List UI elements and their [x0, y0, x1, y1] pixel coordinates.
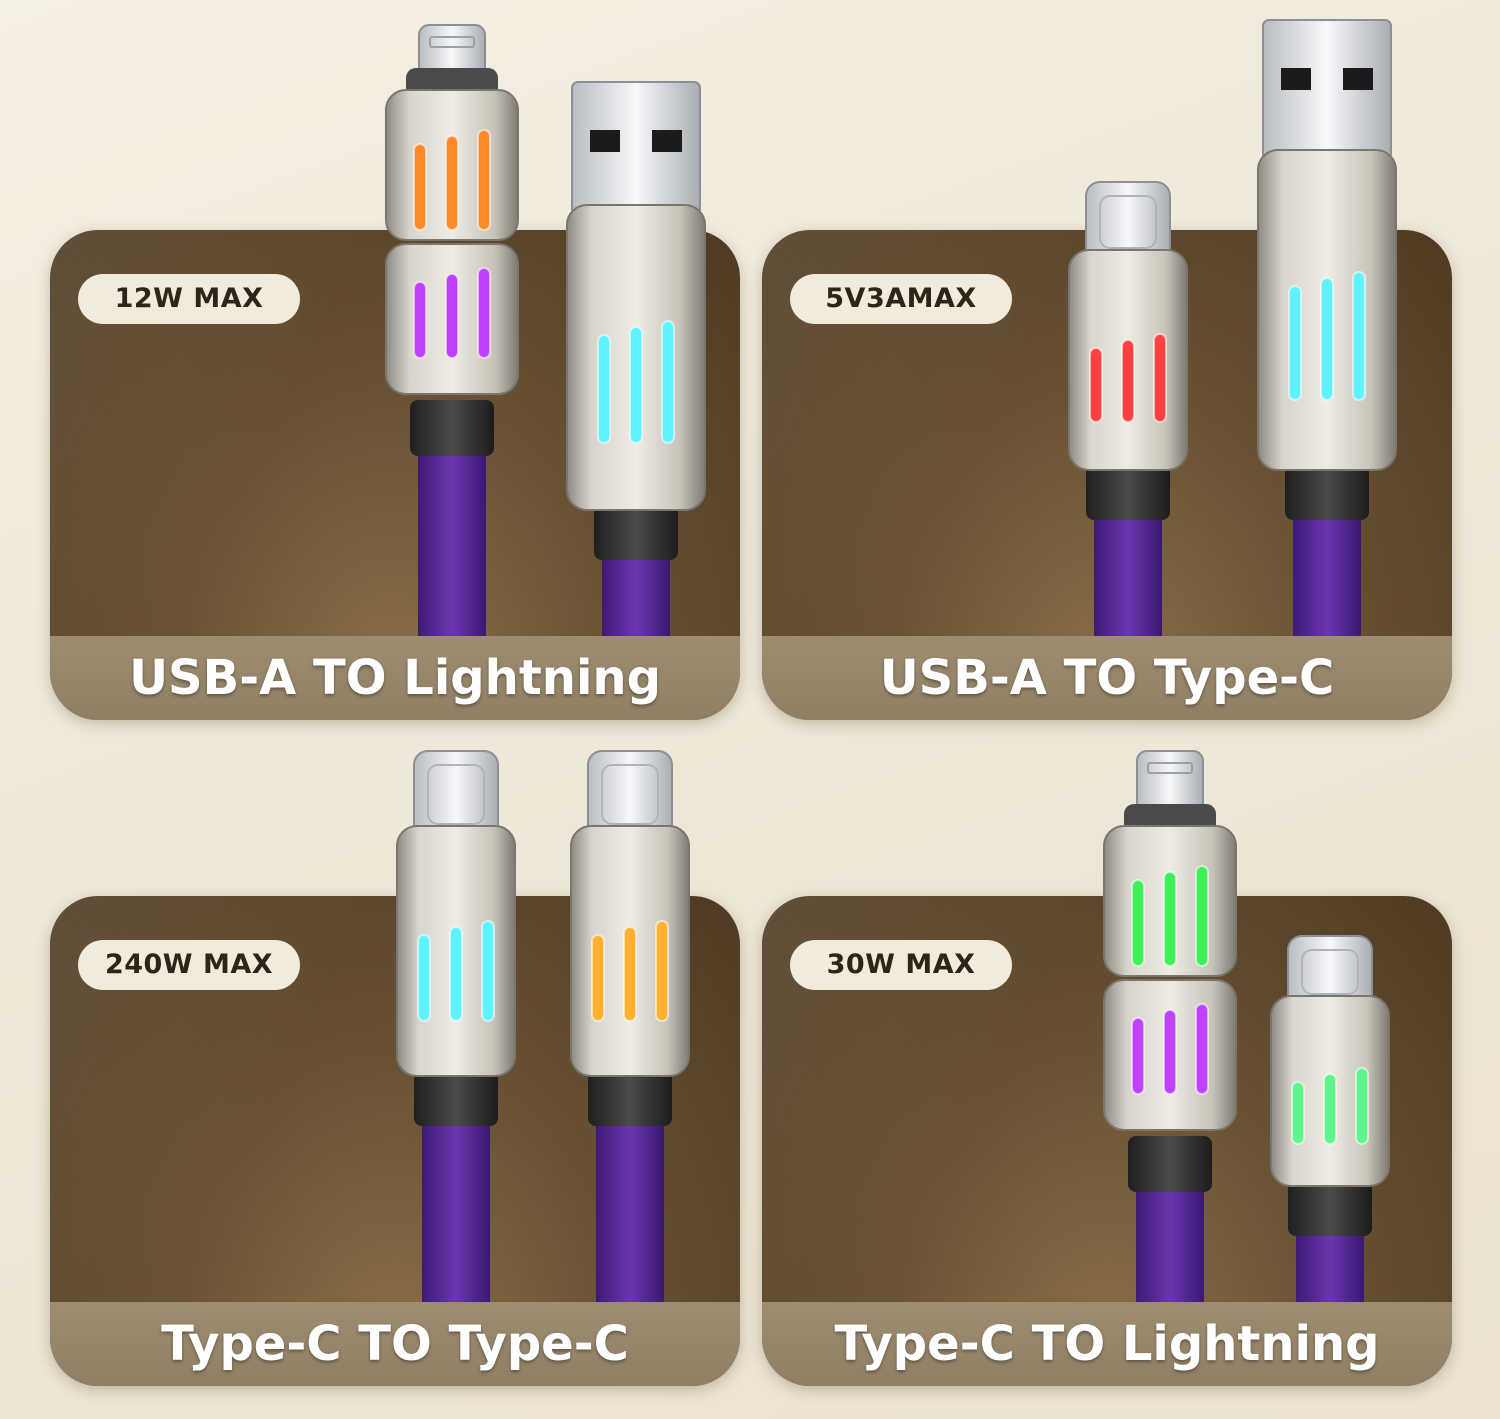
- strain-relief-collar: [588, 1070, 672, 1126]
- led-strip: [1355, 1067, 1369, 1145]
- usb-a-slot: [652, 130, 682, 152]
- led-strip: [1163, 871, 1177, 967]
- led-strip: [1195, 1003, 1209, 1095]
- led-strip: [417, 934, 431, 1022]
- type-c-port-outline: [427, 764, 485, 825]
- type-c-port-outline: [1099, 195, 1157, 249]
- type-c-port-outline: [1301, 949, 1359, 995]
- type-c-port-outline: [601, 764, 659, 825]
- usb-a-slot: [590, 130, 620, 152]
- strain-relief-collar: [1288, 1180, 1372, 1236]
- led-strip: [629, 326, 643, 444]
- cable-body: [422, 1120, 490, 1302]
- led-strip: [1153, 333, 1167, 423]
- strain-relief-collar: [1128, 1136, 1212, 1192]
- cable-pair: [1068, 19, 1397, 636]
- cable-body: [1293, 514, 1361, 636]
- cable-pair: [1103, 750, 1390, 1302]
- led-strip: [1352, 271, 1366, 401]
- led-strip: [477, 267, 491, 359]
- cable-pair: [385, 24, 706, 636]
- strain-relief-collar: [1086, 464, 1170, 520]
- usb-a-slot: [1343, 68, 1373, 90]
- led-strip: [413, 281, 427, 359]
- cable-body: [1094, 514, 1162, 636]
- lightning-contacts: [429, 36, 475, 48]
- power-badge: 240W MAX: [78, 940, 300, 990]
- led-strip: [477, 129, 491, 231]
- connector-type-c: [396, 750, 516, 1302]
- cable-body: [418, 450, 486, 636]
- cable-pair: [396, 750, 690, 1302]
- led-strip: [655, 920, 669, 1022]
- cable-body: [1136, 1186, 1204, 1302]
- power-badge: 12W MAX: [78, 274, 300, 324]
- led-strip: [1131, 1017, 1145, 1095]
- cable-title: USB-A TO Type-C: [762, 636, 1452, 720]
- cable-body: [602, 554, 670, 636]
- led-strip: [1291, 1081, 1305, 1145]
- led-strip: [1323, 1073, 1337, 1145]
- led-strip: [1121, 339, 1135, 423]
- led-strip: [591, 934, 605, 1022]
- connector-type-c: [570, 750, 690, 1302]
- led-strip: [481, 920, 495, 1022]
- connector-type-c: [1068, 181, 1188, 636]
- connector-type-c: [1270, 935, 1390, 1302]
- led-strip: [1089, 347, 1103, 423]
- usb-a-slot: [1281, 68, 1311, 90]
- connector-lightning: [1103, 750, 1237, 1302]
- led-strip: [1320, 277, 1334, 401]
- strain-relief-collar: [414, 1070, 498, 1126]
- led-strip: [1163, 1009, 1177, 1095]
- led-strip: [597, 334, 611, 444]
- led-strip: [1131, 879, 1145, 967]
- strain-relief-collar: [410, 400, 494, 456]
- led-strip: [661, 320, 675, 444]
- led-strip: [413, 143, 427, 231]
- led-strip: [623, 926, 637, 1022]
- led-strip: [1195, 865, 1209, 967]
- led-strip: [449, 926, 463, 1022]
- led-strip: [1288, 285, 1302, 401]
- cable-title: Type-C TO Type-C: [50, 1302, 740, 1386]
- power-badge: 5V3AMAX: [790, 274, 1012, 324]
- led-strip: [445, 273, 459, 359]
- strain-relief-collar: [594, 504, 678, 560]
- lightning-contacts: [1147, 762, 1193, 774]
- connector-lightning: [385, 24, 519, 636]
- cable-body: [1296, 1230, 1364, 1302]
- cable-title: Type-C TO Lightning: [762, 1302, 1452, 1386]
- connector-usb-a: [566, 81, 706, 636]
- strain-relief-collar: [1285, 464, 1369, 520]
- cable-body: [596, 1120, 664, 1302]
- cable-title: USB-A TO Lightning: [50, 636, 740, 720]
- power-badge: 30W MAX: [790, 940, 1012, 990]
- led-strip: [445, 135, 459, 231]
- connector-usb-a: [1257, 19, 1397, 636]
